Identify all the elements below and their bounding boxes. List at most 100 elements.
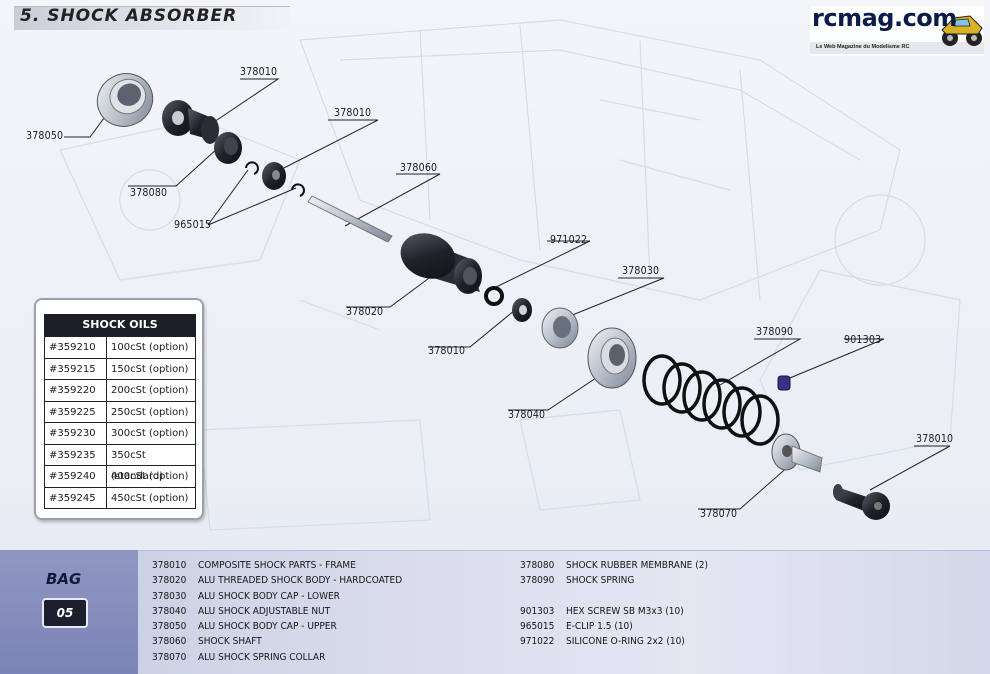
oil-code: #359230 <box>45 423 107 444</box>
part-description: COMPOSITE SHOCK PARTS - FRAME <box>198 560 356 571</box>
callout-label: 378010 <box>428 345 466 357</box>
callout-label: 971022 <box>550 234 588 246</box>
callout-label: 378080 <box>130 187 168 199</box>
part-description: ALU THREADED SHOCK BODY - HARDCOATED <box>198 575 403 587</box>
spacer <box>520 589 708 604</box>
callout-label: 378020 <box>346 306 384 318</box>
part-row: 971022 SILICONE O-RING 2x2 (10) <box>520 634 708 649</box>
bag-label: BAG <box>46 570 82 588</box>
callout-label: 378090 <box>756 326 794 338</box>
part-row: 378090 SHOCK SPRING <box>520 573 708 588</box>
oil-row: #359245 450cSt (option) <box>45 486 195 508</box>
bag-number: 05 <box>42 598 88 628</box>
part-row: 378070 ALU SHOCK SPRING COLLAR <box>152 650 402 665</box>
part-number: 971022 <box>520 636 555 648</box>
oil-viscosity: 200cSt (option) <box>111 385 189 396</box>
callout-label: 378060 <box>400 162 438 174</box>
part-shaft <box>307 195 393 243</box>
oil-code: #359215 <box>45 358 107 379</box>
part-description: E-CLIP 1.5 (10) <box>566 621 633 633</box>
part-description: SHOCK SPRING <box>566 575 635 587</box>
oil-code: #359220 <box>45 380 107 401</box>
part-description: SHOCK RUBBER MEMBRANE (2) <box>566 560 708 571</box>
part-number: 378070 <box>152 651 187 663</box>
part-rod-end <box>833 484 890 520</box>
parts-list-right: 378080 SHOCK RUBBER MEMBRANE (2) 378090 SH… <box>520 558 708 650</box>
part-adjustable-nut <box>587 327 637 389</box>
callout-label: 378010 <box>916 433 954 445</box>
part-description: ALU SHOCK SPRING COLLAR <box>198 651 326 663</box>
part-number: 378080 <box>520 560 555 571</box>
part-number: 378050 <box>152 621 187 633</box>
callout-label: 378050 <box>26 130 64 142</box>
part-oring <box>484 286 504 306</box>
part-number: 378010 <box>152 560 187 571</box>
part-spring-collar <box>771 433 823 473</box>
part-number: 378020 <box>152 575 187 587</box>
oil-viscosity: 350cSt (standard) <box>111 449 164 482</box>
oil-viscosity: 300cSt (option) <box>111 428 189 439</box>
shock-exploded-diagram <box>64 73 951 520</box>
part-shock-body <box>400 233 482 294</box>
callout-label: 378070 <box>700 508 738 520</box>
section-title: 5. SHOCK ABSORBER <box>20 6 238 26</box>
oil-row: #359220 200cSt (option) <box>45 379 195 401</box>
oil-code: #359245 <box>45 487 107 508</box>
background-chassis-drawing <box>59 19 961 531</box>
part-upper-cap <box>96 73 154 127</box>
part-row: 378080 SHOCK RUBBER MEMBRANE (2) <box>520 558 708 573</box>
callout-label: 965015 <box>174 219 212 231</box>
part-description: ALU SHOCK BODY CAP - LOWER <box>198 590 340 602</box>
oil-viscosity: 400cSt (option) <box>111 471 189 482</box>
callout-label: 378040 <box>508 409 546 421</box>
oil-code: #359240 <box>45 466 107 487</box>
title-banner <box>14 6 290 30</box>
part-row: 378060 SHOCK SHAFT <box>152 634 402 649</box>
oil-code: #359210 <box>45 337 107 358</box>
bag-parts-band <box>0 550 990 674</box>
part-number: 378060 <box>152 636 187 648</box>
part-spring <box>642 354 780 446</box>
part-lower-cap <box>541 307 579 349</box>
oil-row: #359210 100cSt (option) <box>45 336 195 358</box>
part-row: 378010 COMPOSITE SHOCK PARTS - FRAME <box>152 558 402 573</box>
callout-label: 378010 <box>240 66 278 78</box>
part-set-screw <box>777 375 791 391</box>
part-number: 378040 <box>152 605 187 617</box>
part-number: 378030 <box>152 590 187 602</box>
part-description: ALU SHOCK ADJUSTABLE NUT <box>198 605 331 617</box>
part-number: 378090 <box>520 575 555 587</box>
oil-code: #359225 <box>45 401 107 422</box>
oil-viscosity: 150cSt (option) <box>111 363 189 375</box>
shock-oils-table: SHOCK OILS #359210 100cSt (option) #35921… <box>34 298 204 520</box>
callout-label: 901303 <box>844 334 882 346</box>
part-eclips <box>245 161 305 197</box>
part-row: 965015 E-CLIP 1.5 (10) <box>520 619 708 634</box>
oil-row: #359230 300cSt (option) <box>45 422 195 444</box>
oil-row: #359240 400cSt (option) <box>45 465 195 487</box>
part-row: 378040 ALU SHOCK ADJUSTABLE NUT <box>152 604 402 619</box>
logo-text: rcmag.com <box>812 4 957 32</box>
part-frame-upper <box>162 100 219 144</box>
part-description: SILICONE O-RING 2x2 (10) <box>566 636 685 648</box>
parts-list-left: 378010 COMPOSITE SHOCK PARTS - FRAME 3780… <box>152 558 402 665</box>
oil-row: #359215 150cSt (option) <box>45 357 195 379</box>
oil-code: #359235 <box>45 444 107 465</box>
part-row: 378020 ALU THREADED SHOCK BODY - HARDCOAT… <box>152 573 402 588</box>
part-description: HEX SCREW SB M3x3 (10) <box>566 605 684 617</box>
callout-label: 378030 <box>622 265 660 277</box>
part-number: 965015 <box>520 621 555 633</box>
logo-tagline: Le Web Magazine du Modelisme RC <box>816 44 910 50</box>
shock-oils-title: SHOCK OILS <box>44 314 196 336</box>
oil-viscosity: 450cSt (option) <box>111 492 189 504</box>
shock-oils-body: #359210 100cSt (option) #359215 150cSt (op… <box>44 336 196 509</box>
callout-label: 378010 <box>334 107 372 119</box>
rcmag-logo <box>810 6 984 56</box>
oil-viscosity: 100cSt (option) <box>111 342 189 353</box>
part-number: 901303 <box>520 605 555 617</box>
part-description: SHOCK SHAFT <box>198 636 262 648</box>
